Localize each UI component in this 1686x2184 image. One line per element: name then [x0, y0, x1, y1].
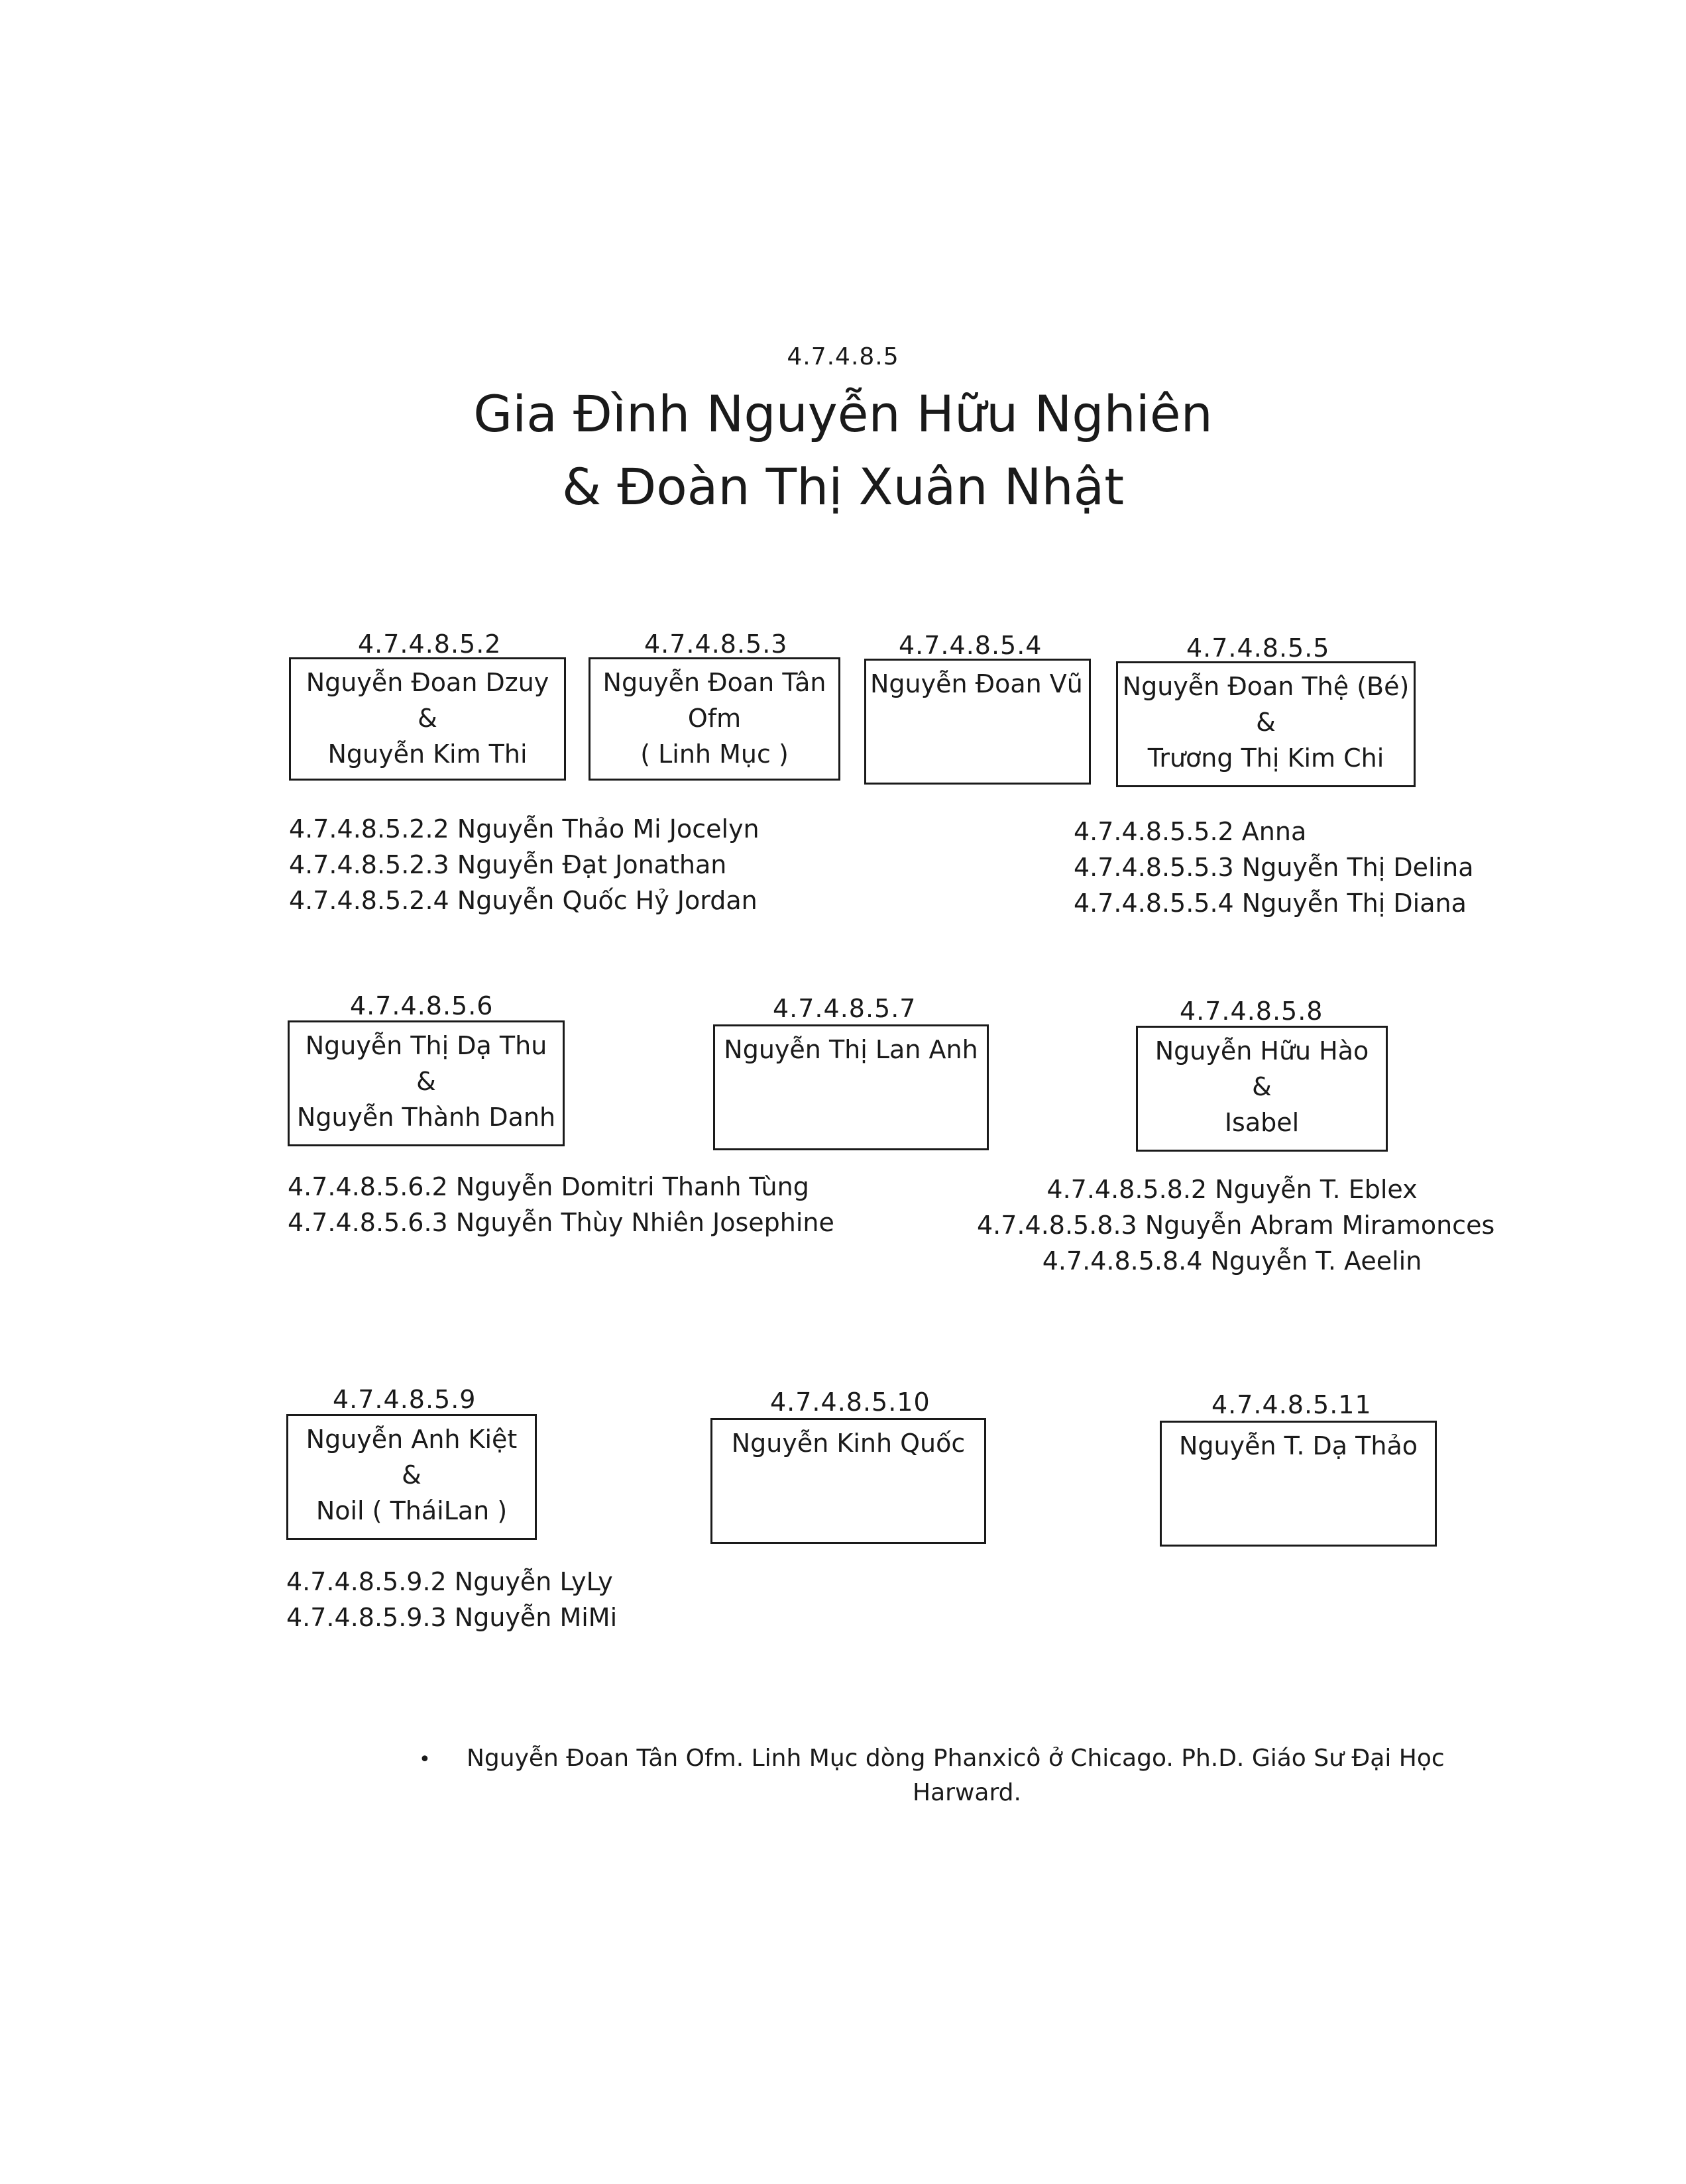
- box-line: Nguyễn Thị Dạ Thu: [305, 1031, 547, 1060]
- list-item: 4.7.4.8.5.9.2 Nguyễn LyLy: [286, 1567, 613, 1596]
- list-item: 4.7.4.8.5.8.3 Nguyễn Abram Miramonces: [977, 1211, 1495, 1240]
- family-code-7: 4.7.4.8.5.7: [773, 994, 917, 1023]
- box-line: Isabel: [1224, 1108, 1300, 1137]
- family-box-3: Nguyễn Đoan Tân Ofm ( Linh Mục ): [589, 657, 840, 781]
- list-item: 4.7.4.8.5.5.2 Anna: [1074, 817, 1307, 846]
- box-line: &: [416, 1067, 436, 1096]
- box-line: Nguyễn Kinh Quốc: [731, 1429, 966, 1458]
- box-line: Nguyễn T. Dạ Thảo: [1179, 1431, 1418, 1460]
- family-code: 4.7.4.8.5: [787, 343, 899, 370]
- footnote-line2: Harward.: [913, 1779, 1021, 1806]
- box-line: &: [1252, 1072, 1272, 1101]
- list-item: 4.7.4.8.5.8.2 Nguyễn T. Eblex: [1046, 1175, 1418, 1204]
- box-line: &: [402, 1460, 422, 1490]
- box-line: &: [1256, 708, 1276, 737]
- family-box-2: Nguyễn Đoan Dzuy & Nguyễn Kim Thi: [289, 657, 566, 781]
- box-line: Nguyễn Anh Kiệt: [306, 1425, 518, 1454]
- family-box-6: Nguyễn Thị Dạ Thu & Nguyễn Thành Danh: [288, 1020, 565, 1146]
- family-code-9: 4.7.4.8.5.9: [333, 1385, 477, 1414]
- page-title-line1: Gia Đình Nguyễn Hữu Nghiên: [473, 384, 1213, 443]
- family-code-4: 4.7.4.8.5.4: [899, 631, 1042, 660]
- family-box-8: Nguyễn Hữu Hào & Isabel: [1136, 1026, 1388, 1152]
- family-code-6: 4.7.4.8.5.6: [350, 991, 494, 1020]
- children-list-2: 4.7.4.8.5.2.2 Nguyễn Thảo Mi Jocelyn 4.7…: [289, 811, 759, 918]
- box-line: Nguyễn Thành Danh: [296, 1103, 556, 1132]
- children-list-9: 4.7.4.8.5.9.2 Nguyễn LyLy 4.7.4.8.5.9.3 …: [286, 1564, 617, 1635]
- list-item: 4.7.4.8.5.8.4 Nguyễn T. Aeelin: [1042, 1246, 1422, 1276]
- children-list-8: 4.7.4.8.5.8.2 Nguyễn T. Eblex 4.7.4.8.5.…: [977, 1172, 1495, 1279]
- box-line: Nguyễn Kim Thi: [327, 739, 528, 769]
- bullet-marker: •: [419, 1748, 431, 1771]
- family-box-7: Nguyễn Thị Lan Anh: [713, 1024, 989, 1150]
- page-title-line2: & Đoàn Thị Xuân Nhật: [561, 457, 1125, 516]
- footnote-line1: Nguyễn Đoan Tân Ofm. Linh Mục dòng Phanx…: [467, 1745, 1445, 1772]
- list-item: 4.7.4.8.5.5.4 Nguyễn Thị Diana: [1074, 889, 1467, 918]
- family-code-8: 4.7.4.8.5.8: [1180, 997, 1323, 1026]
- box-line: Nguyễn Đoan Dzuy: [306, 668, 549, 697]
- list-item: 4.7.4.8.5.2.4 Nguyễn Quốc Hỷ Jordan: [289, 886, 758, 915]
- box-line: Nguyễn Hữu Hào: [1154, 1036, 1369, 1065]
- children-list-6: 4.7.4.8.5.6.2 Nguyễn Domitri Thanh Tùng …: [288, 1169, 834, 1240]
- family-box-5: Nguyễn Đoan Thệ (Bé) & Trương Thị Kim Ch…: [1116, 661, 1416, 787]
- box-line: &: [418, 704, 437, 733]
- box-line: Nguyễn Đoan Tân: [602, 668, 826, 697]
- box-line: Nguyễn Thị Lan Anh: [724, 1035, 978, 1064]
- box-line: Trương Thị Kim Chi: [1147, 743, 1384, 773]
- box-line: Nguyễn Đoan Thệ (Bé): [1122, 672, 1410, 701]
- family-box-4: Nguyễn Đoan Vũ: [864, 659, 1091, 785]
- list-item: 4.7.4.8.5.2.3 Nguyễn Đạt Jonathan: [289, 850, 727, 879]
- list-item: 4.7.4.8.5.2.2 Nguyễn Thảo Mi Jocelyn: [289, 814, 759, 844]
- family-code-5: 4.7.4.8.5.5: [1186, 633, 1330, 663]
- family-code-11: 4.7.4.8.5.11: [1211, 1390, 1372, 1419]
- list-item: 4.7.4.8.5.6.2 Nguyễn Domitri Thanh Tùng: [288, 1172, 809, 1201]
- family-box-10: Nguyễn Kinh Quốc: [710, 1418, 986, 1544]
- list-item: 4.7.4.8.5.5.3 Nguyễn Thị Delina: [1074, 853, 1474, 882]
- list-item: 4.7.4.8.5.9.3 Nguyễn MiMi: [286, 1603, 618, 1632]
- box-line: Nguyễn Đoan Vũ: [870, 669, 1083, 698]
- box-line: Noil ( TháiLan ): [315, 1496, 508, 1525]
- family-code-10: 4.7.4.8.5.10: [770, 1388, 930, 1417]
- children-list-5: 4.7.4.8.5.5.2 Anna 4.7.4.8.5.5.3 Nguyễn …: [1074, 814, 1474, 921]
- family-code-3: 4.7.4.8.5.3: [644, 629, 788, 659]
- family-box-11: Nguyễn T. Dạ Thảo: [1160, 1421, 1437, 1547]
- list-item: 4.7.4.8.5.6.3 Nguyễn Thùy Nhiên Josephin…: [288, 1208, 834, 1237]
- box-line: ( Linh Mục ): [640, 739, 789, 769]
- family-box-9: Nguyễn Anh Kiệt & Noil ( TháiLan ): [286, 1414, 537, 1540]
- box-line: Ofm: [687, 704, 742, 733]
- family-code-2: 4.7.4.8.5.2: [358, 629, 502, 659]
